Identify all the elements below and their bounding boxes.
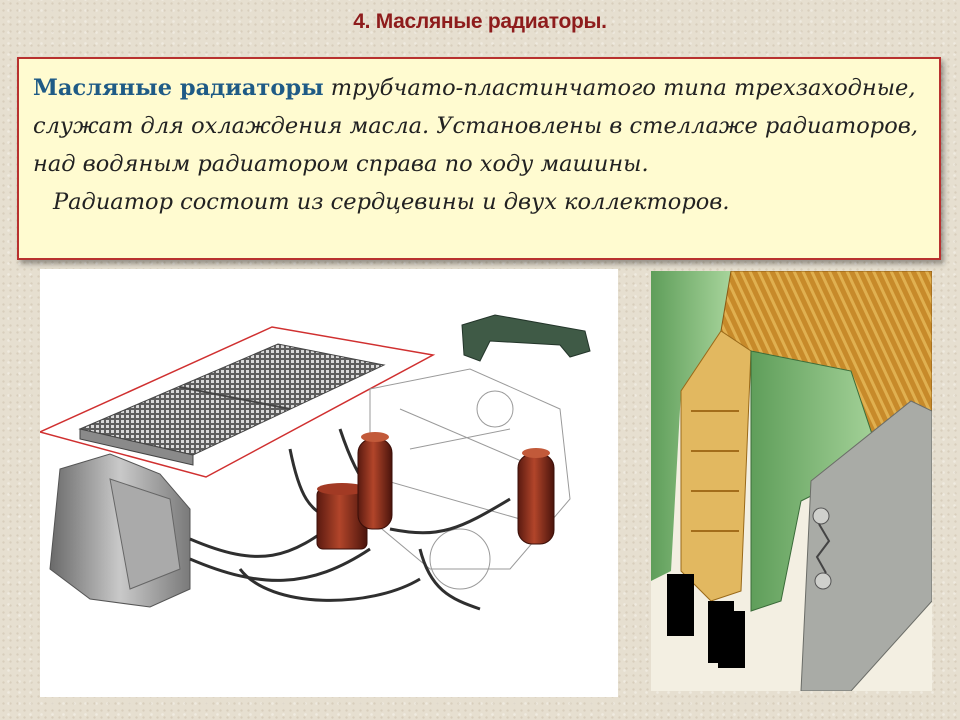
radiator-cutaway-illustration — [651, 271, 932, 691]
paragraph-1-text: трубчато-пластинчатого типа трехзаходные… — [33, 75, 918, 177]
oil-system-illustration — [40, 269, 618, 697]
slide-title: 4. Масляные радиаторы. — [353, 10, 607, 33]
paragraph-2-text: Радиатор состоит из сердцевины и двух ко… — [53, 189, 730, 215]
oil-system-drawing — [40, 314, 591, 611]
radiator-cutaway-drawing — [651, 271, 932, 691]
definition-text-box: Масляные радиаторы трубчато-пластинчатог… — [17, 57, 941, 260]
lead-term: Масляные радиаторы — [33, 75, 324, 101]
